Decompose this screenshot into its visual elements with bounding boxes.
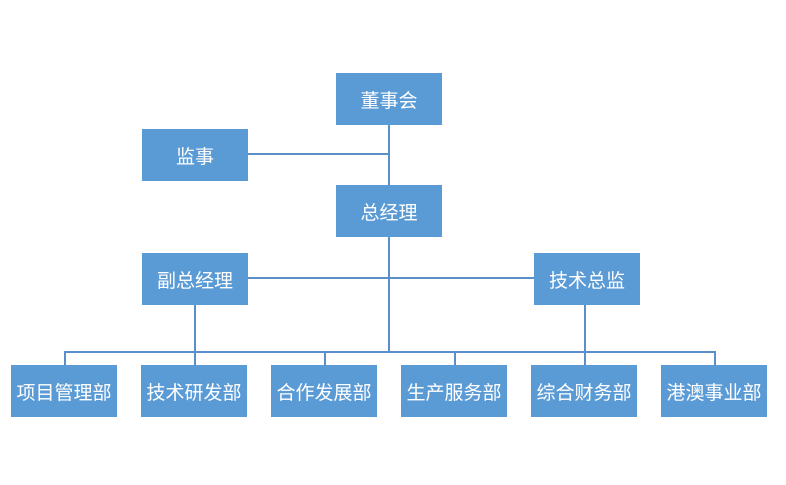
node-general-manager: 总经理 [336,185,442,237]
node-dept-tech-rd: 技术研发部 [141,365,247,417]
node-dept-project-management: 项目管理部 [11,365,117,417]
connector-supervisor [248,153,389,155]
node-dept-finance: 综合财务部 [531,365,637,417]
node-dept-production-service: 生产服务部 [401,365,507,417]
connector-gm-trunk [388,236,390,352]
connector-board-to-gm [388,125,390,185]
node-dept-cooperation-development: 合作发展部 [271,365,377,417]
node-supervisor: 监事 [142,129,248,181]
node-technical-director: 技术总监 [534,253,640,305]
connector-tech-director-down [584,305,586,352]
connector-dept-5 [584,351,586,365]
connector-deputy-gm-down [194,305,196,352]
node-deputy-general-manager: 副总经理 [142,253,248,305]
connector-dept-3 [324,351,326,365]
connector-dept-1 [64,351,66,365]
connector-dept-4 [454,351,456,365]
node-board: 董事会 [336,73,442,125]
node-dept-hk-macau: 港澳事业部 [661,365,767,417]
connector-dept-2 [194,351,196,365]
connector-dept-6 [714,351,716,365]
connector-deputies [248,277,534,279]
connector-departments-bus [64,351,714,353]
